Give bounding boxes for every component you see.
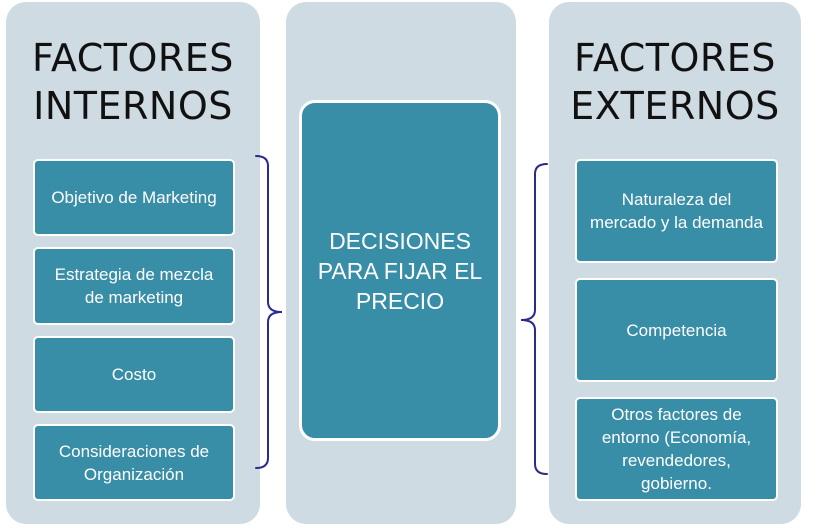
external-factor-box: Competencia [575, 278, 778, 382]
internal-factor-box: Costo [33, 336, 235, 413]
internal-factor-box: Objetivo de Marketing [33, 159, 235, 236]
external-title-line-1: FACTORES [574, 36, 776, 80]
internal-factors-title: FACTORES INTERNOS [6, 34, 260, 130]
internal-brace [255, 155, 283, 469]
external-brace [520, 163, 548, 475]
external-factor-box: Otros factores de entorno (Economía, rev… [575, 397, 778, 501]
external-title-line-2: EXTERNOS [570, 84, 780, 128]
price-decision-box: DECISIONES PARA FIJAR EL PRECIO [299, 100, 501, 441]
external-factor-box: Naturaleza del mercado y la demanda [575, 159, 778, 263]
internal-factor-box: Estrategia de mezcla de marketing [33, 247, 235, 325]
internal-title-line-1: FACTORES [32, 36, 234, 80]
external-factors-title: FACTORES EXTERNOS [549, 34, 801, 130]
internal-title-line-2: INTERNOS [33, 84, 233, 128]
internal-factor-box: Consideraciones de Organización [33, 424, 235, 501]
